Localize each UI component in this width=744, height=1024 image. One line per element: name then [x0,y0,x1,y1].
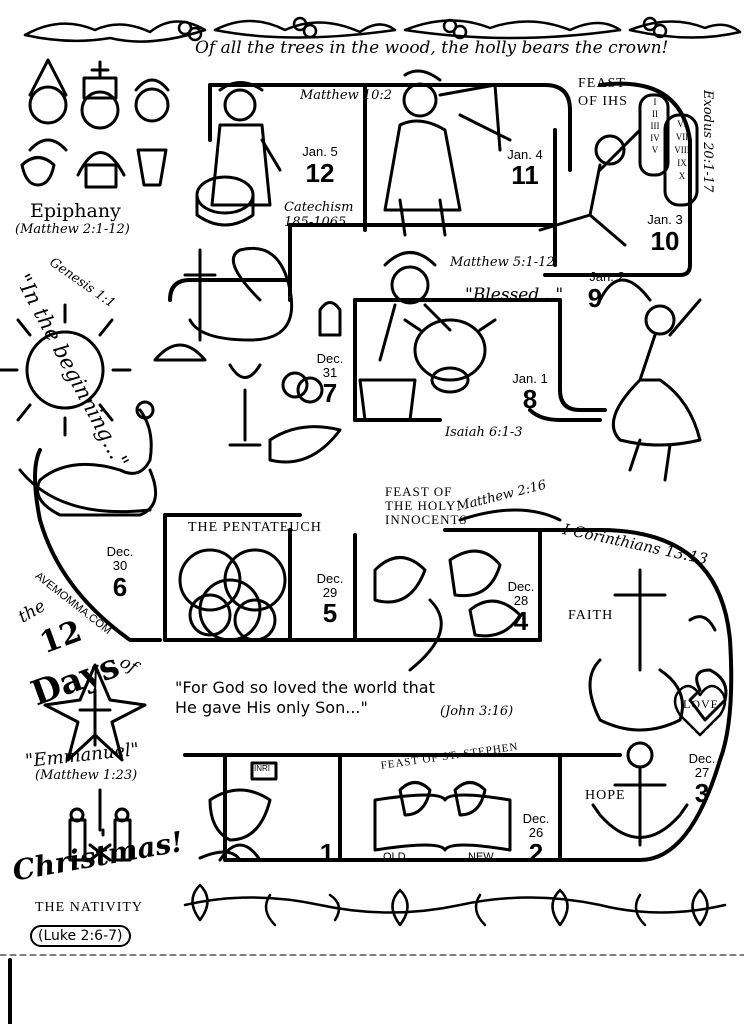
star-drawing [43,663,147,762]
goose-drawing [18,400,158,517]
lord-leaping-drawing [538,93,699,247]
day-12-number: 12 [305,158,335,188]
day-12-ref: Catechism 185-1065 [284,200,354,230]
john-quote-line2: He gave His only Son..." [175,698,368,717]
board-path-lines [33,81,734,862]
nativity-ref: (Luke 2:6-7) [30,925,131,947]
five-rings-drawing [178,548,287,642]
book-old-label: OLD [383,851,406,863]
day-9-ref: Isaiah 6:1-3 [445,425,523,440]
dancing-lady-drawing [598,278,702,482]
day-11-date: Jan. 4 [507,147,543,162]
john-quote-line1: "For God so loved the world that [175,678,435,697]
holly-banner: Of all the trees in the wood, the holly … [195,38,669,58]
day-4-caption: FEAST OF THE HOLY INNOCENTS [385,484,468,527]
anchor-drawing [591,741,689,847]
milkmaid-cow-drawing [358,251,497,422]
day-8-quote: "Blessed..." [465,285,564,305]
heart-shape [673,684,727,737]
day-1-number: 1 [319,838,335,868]
day-11-number: 11 [511,160,539,190]
faith-label: FAITH [568,608,614,623]
day-9-number: 9 [587,283,603,313]
day-12-date: Jan. 5 [302,144,338,159]
day-10-caption: FEAST OF IHS [578,76,628,109]
day-6-date: Dec. 30 [106,544,134,573]
day-5-number: 5 [322,598,338,628]
drummer-drawing [195,81,282,227]
love-label: LOVE [683,697,719,711]
nativity-figures-drawing [68,788,132,862]
hope-label: HOPE [585,788,626,803]
partridge-tree-drawing [198,761,278,862]
sun-drawing [0,303,132,437]
john-quote-ref: (John 3:16) [440,704,514,719]
three-kings-drawing [20,58,170,189]
day-6-number: 6 [112,572,128,602]
day-8-date: Jan. 1 [512,371,548,386]
day-8-ref: Matthew 5:1-12 [450,255,555,270]
swan-cross-chalice-drawing [153,246,342,464]
inri-sign: INRI [254,764,270,773]
day-10-date: Jan. 3 [647,212,683,227]
day-8-number: 8 [522,384,538,414]
day-10-number: 10 [650,226,680,256]
day-3-date: Dec. 27 [688,751,716,780]
book-new-label: NEW [468,851,494,863]
day-7-date: Dec. 31 [316,351,344,380]
calling-birds-drawing [373,508,562,672]
day-9-date: Jan. 2 [589,269,625,284]
doves-book-drawing [373,781,512,852]
day-11-ref: Matthew 10:2 [300,88,393,103]
holly-garland [23,16,742,43]
day-3-number: 3 [694,778,710,808]
day-2-date: Dec. 26 [522,811,550,840]
day-4-number: 4 [513,606,529,636]
cross-hens-drawing [588,568,728,732]
nativity-label: THE NATIVITY [35,900,144,915]
epiphany-label: Epiphany [30,200,121,222]
day-5-caption: THE PENTATEUCH [188,520,322,535]
piper-drawing [383,69,512,237]
day-5-date: Dec. 29 [316,571,344,600]
vine-border [183,883,727,927]
day-7-number: 7 [322,378,338,408]
emmanuel-ref: (Matthew 1:23) [35,768,138,783]
day-10-ref: Exodus 20:1-17 [700,90,715,193]
day-4-date: Dec. 28 [507,579,535,608]
epiphany-ref: (Matthew 2:1-12) [15,222,130,237]
day-2-number: 2 [528,838,544,868]
